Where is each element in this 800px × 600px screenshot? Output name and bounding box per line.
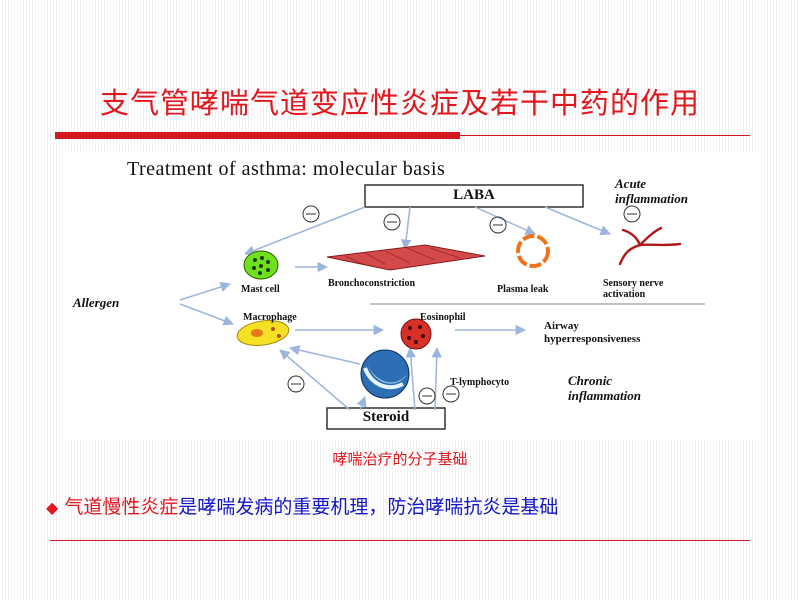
laba-box: [364, 184, 584, 208]
steroid-box: [326, 407, 446, 430]
steroid-label: Steroid: [362, 409, 410, 425]
figure-title: Treatment of asthma: molecular basis: [127, 158, 446, 180]
asthma-diagram: Treatment of asthma: molecular basis LAB…: [65, 152, 760, 440]
eosinophil-label: Eosinophil: [420, 312, 466, 323]
inhibition-marks: [287, 205, 641, 405]
diamond-bullet-icon: ◆: [46, 498, 59, 517]
plasma-leak-label: Plasma leak: [497, 284, 549, 295]
diagram-graphics: [179, 184, 705, 430]
sensory-nerve-shape: [618, 226, 682, 266]
macrophage-nucleus: [251, 329, 263, 337]
bronchoconstriction-label: Bronchoconstriction: [328, 278, 416, 289]
bullet-highlight: 气道慢性炎症: [64, 496, 179, 518]
macrophage-label: Macrophage: [243, 312, 297, 323]
eosinophil-granules: [407, 325, 425, 344]
bronchoconstriction-hatch: [344, 247, 461, 266]
title-underline-thin: [460, 135, 750, 136]
mast-cell-granules: [252, 256, 270, 275]
mast-cell-label: Mast cell: [241, 284, 280, 295]
bottom-divider: [50, 540, 750, 541]
eosinophil-shape: [400, 318, 432, 350]
allergen-label: Allergen: [73, 295, 120, 310]
t-lymphocyte-label: T-lymphocyto: [450, 377, 510, 388]
allergen-arrows: [179, 261, 527, 336]
laba-label: LABA: [453, 187, 495, 203]
bullet-text: 是哮喘发病的重要机理，防治哮喘抗炎是基础: [178, 496, 559, 518]
title-underline-thick: [55, 132, 460, 139]
slide-title: 支气管哮喘气道变应性炎症及若干中药的作用: [99, 86, 700, 120]
bronchoconstriction-shape: [326, 244, 486, 271]
steroid-arrows: [279, 344, 442, 411]
plasma-leak-ring: [516, 234, 550, 268]
figure-caption: 哮喘治疗的分子基础: [332, 450, 468, 468]
bullet-point: ◆ 气道慢性炎症是哮喘发病的重要机理，防治哮喘抗炎是基础: [46, 492, 558, 519]
